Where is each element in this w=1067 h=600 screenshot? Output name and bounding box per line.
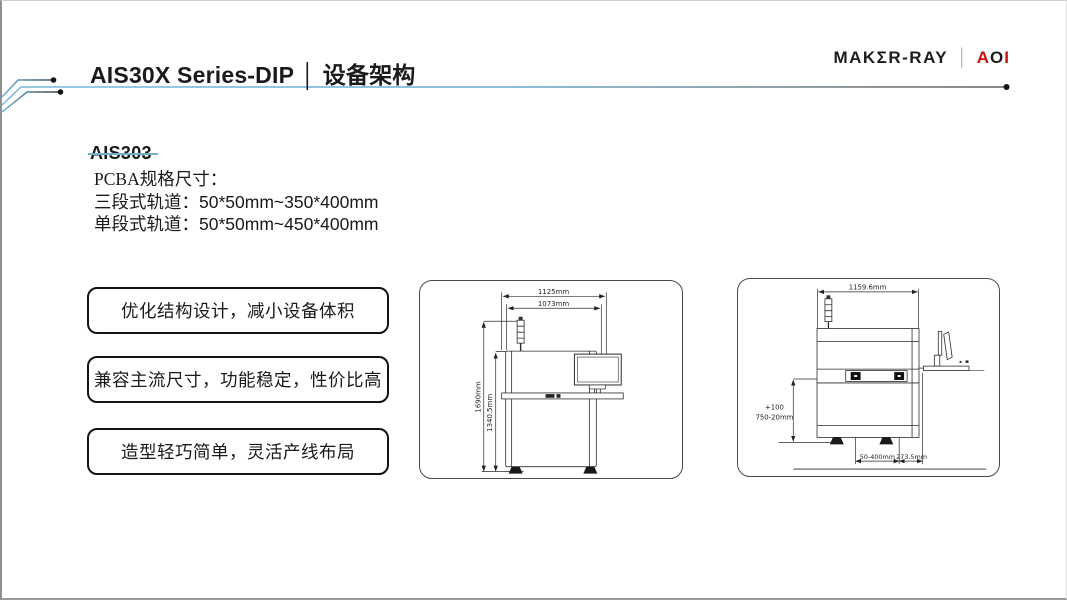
front-view-drawing: 1125mm 1073mm 1690mm 1340.5mm: [474, 288, 624, 474]
side-view-drawing: 1159.6mm +100 750-20mm 50-400mm 273.5mm: [755, 283, 987, 470]
front-view-panel: 1125mm 1073mm 1690mm 1340.5mm: [419, 280, 683, 479]
logo-divider: │: [957, 48, 968, 67]
brand-name: MAKΣR-RAY: [833, 48, 949, 67]
specs-block: PCBA规格尺寸： 三段式轨道：50*50mm~350*400mm 单段式轨道：…: [94, 168, 378, 236]
page-title: AIS30X Series-DIP│设备架构: [90, 56, 416, 90]
title-cn: 设备架构: [322, 62, 416, 89]
dim-height-total: 1690mm: [474, 381, 482, 413]
aoi-letter-o: O: [990, 48, 1005, 67]
dim-height-body: 1340.5mm: [486, 394, 494, 432]
dim-width-outer: 1125mm: [538, 288, 570, 296]
title-en: AIS30X Series-DIP: [90, 62, 295, 89]
spec-value: 50*50mm~450*400mm: [199, 214, 379, 234]
circuit-decoration: [2, 77, 1010, 113]
dim-pcb-width-range: 50-400mm: [860, 453, 895, 461]
side-view-panel: 1159.6mm +100 750-20mm 50-400mm 273.5mm: [737, 278, 1000, 477]
dim-rail-height: 750-20mm: [755, 414, 793, 422]
product-aoi: AOI: [977, 48, 1010, 68]
feature-text: 造型轻巧简单，灵活产线布局: [121, 442, 355, 462]
dim-width-inner: 1073mm: [538, 300, 570, 308]
aoi-letter-i: I: [1004, 48, 1010, 67]
dim-arm-offset: 273.5mm: [896, 453, 927, 461]
feature-box: 兼容主流尺寸，功能稳定，性价比高: [87, 356, 389, 403]
model-heading: AIS303: [90, 142, 152, 163]
dim-depth: 1159.6mm: [849, 283, 887, 291]
aoi-letter-a: A: [976, 48, 991, 67]
spec-row: 单段式轨道：50*50mm~450*400mm: [94, 213, 378, 236]
feature-text: 优化结构设计，减小设备体积: [121, 301, 355, 321]
feature-text: 兼容主流尺寸，功能稳定，性价比高: [94, 370, 382, 390]
model-underline: [88, 153, 158, 155]
brand-logo: MAKΣR-RAY │ AOI: [833, 48, 1010, 68]
feature-box: 造型轻巧简单，灵活产线布局: [87, 428, 389, 475]
dim-rail-tolerance: +100: [765, 404, 784, 412]
spec-label: 单段式轨道：: [94, 214, 199, 234]
spec-row: 三段式轨道：50*50mm~350*400mm: [94, 191, 378, 214]
specs-heading: PCBA规格尺寸：: [94, 169, 228, 189]
feature-box: 优化结构设计，减小设备体积: [87, 287, 389, 334]
spec-label: 三段式轨道：: [94, 191, 199, 212]
spec-value: 50*50mm~350*400mm: [199, 191, 379, 212]
title-separator: │: [301, 62, 316, 89]
